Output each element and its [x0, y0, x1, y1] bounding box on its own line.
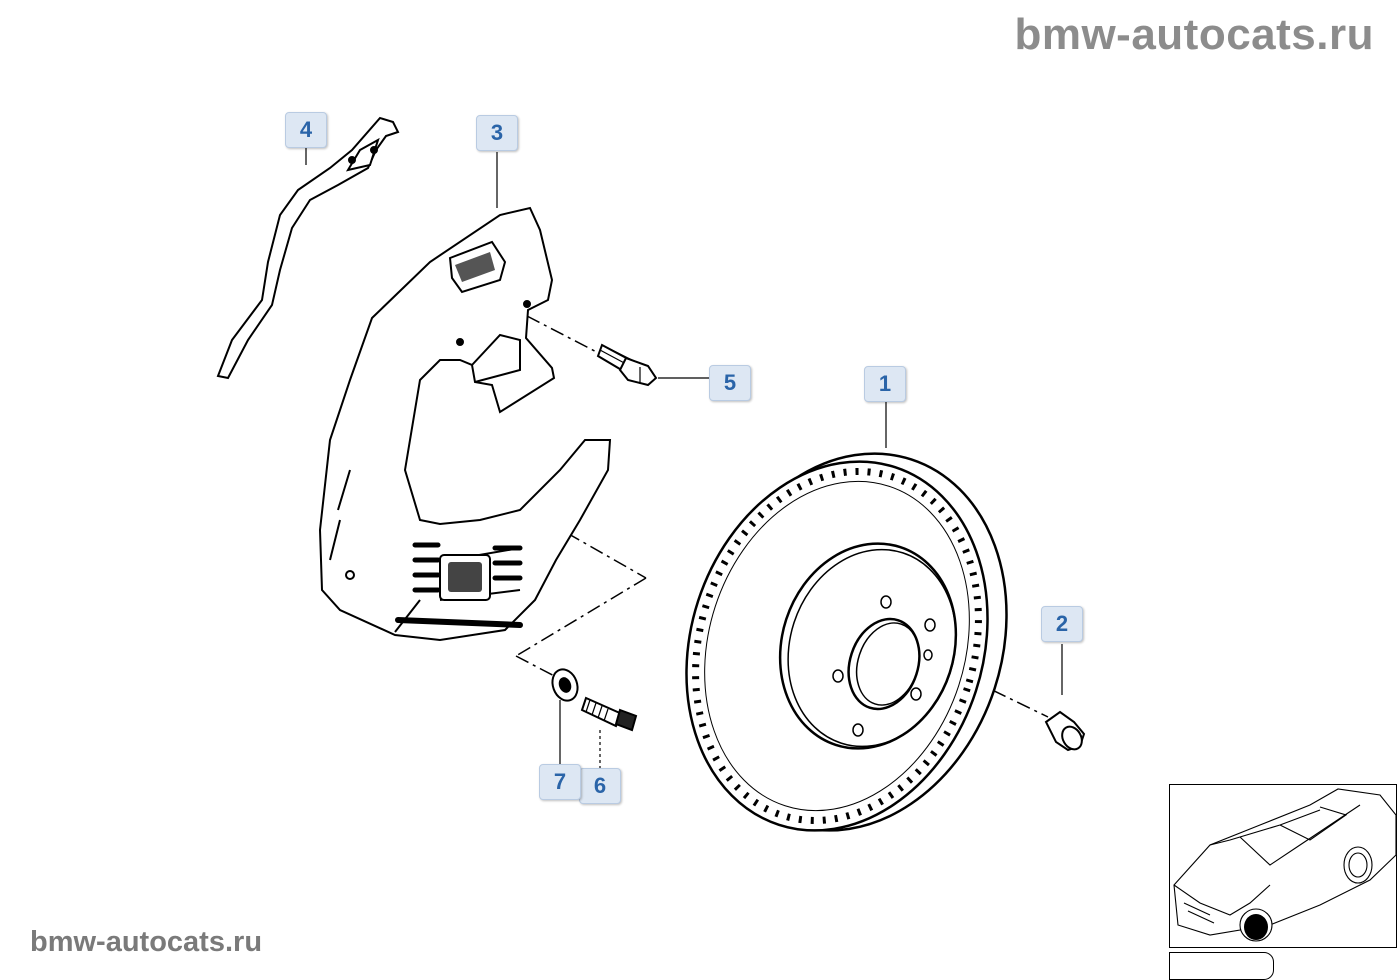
callout-5[interactable]: 5 — [709, 365, 751, 401]
callout-7[interactable]: 7 — [539, 764, 581, 800]
callout-6[interactable]: 6 — [579, 768, 621, 804]
wheel-highlight-icon — [1244, 914, 1268, 940]
part-7-washer[interactable] — [548, 666, 581, 704]
thumbnail-strip — [1169, 952, 1274, 980]
part-4-bracket[interactable] — [216, 116, 400, 380]
part-6-screw[interactable] — [580, 696, 638, 732]
callout-2[interactable]: 2 — [1041, 606, 1083, 642]
car-location-thumbnail[interactable] — [1169, 784, 1397, 948]
car-location-icon — [1173, 788, 1397, 942]
part-5-hex-bolt[interactable] — [596, 343, 658, 387]
assembly-lines — [515, 315, 1049, 718]
callout-4[interactable]: 4 — [285, 112, 327, 148]
part-2-locating-screw[interactable] — [1044, 710, 1086, 753]
watermark-top: bmw-autocats.ru — [1014, 10, 1374, 59]
leader-lines — [305, 148, 1063, 770]
callout-3[interactable]: 3 — [476, 115, 518, 151]
part-3-brake-shield[interactable] — [318, 206, 612, 642]
callout-1[interactable]: 1 — [864, 366, 906, 402]
part-1-brake-disc[interactable] — [640, 413, 1054, 871]
watermark-bottom: bmw-autocats.ru — [30, 926, 263, 958]
